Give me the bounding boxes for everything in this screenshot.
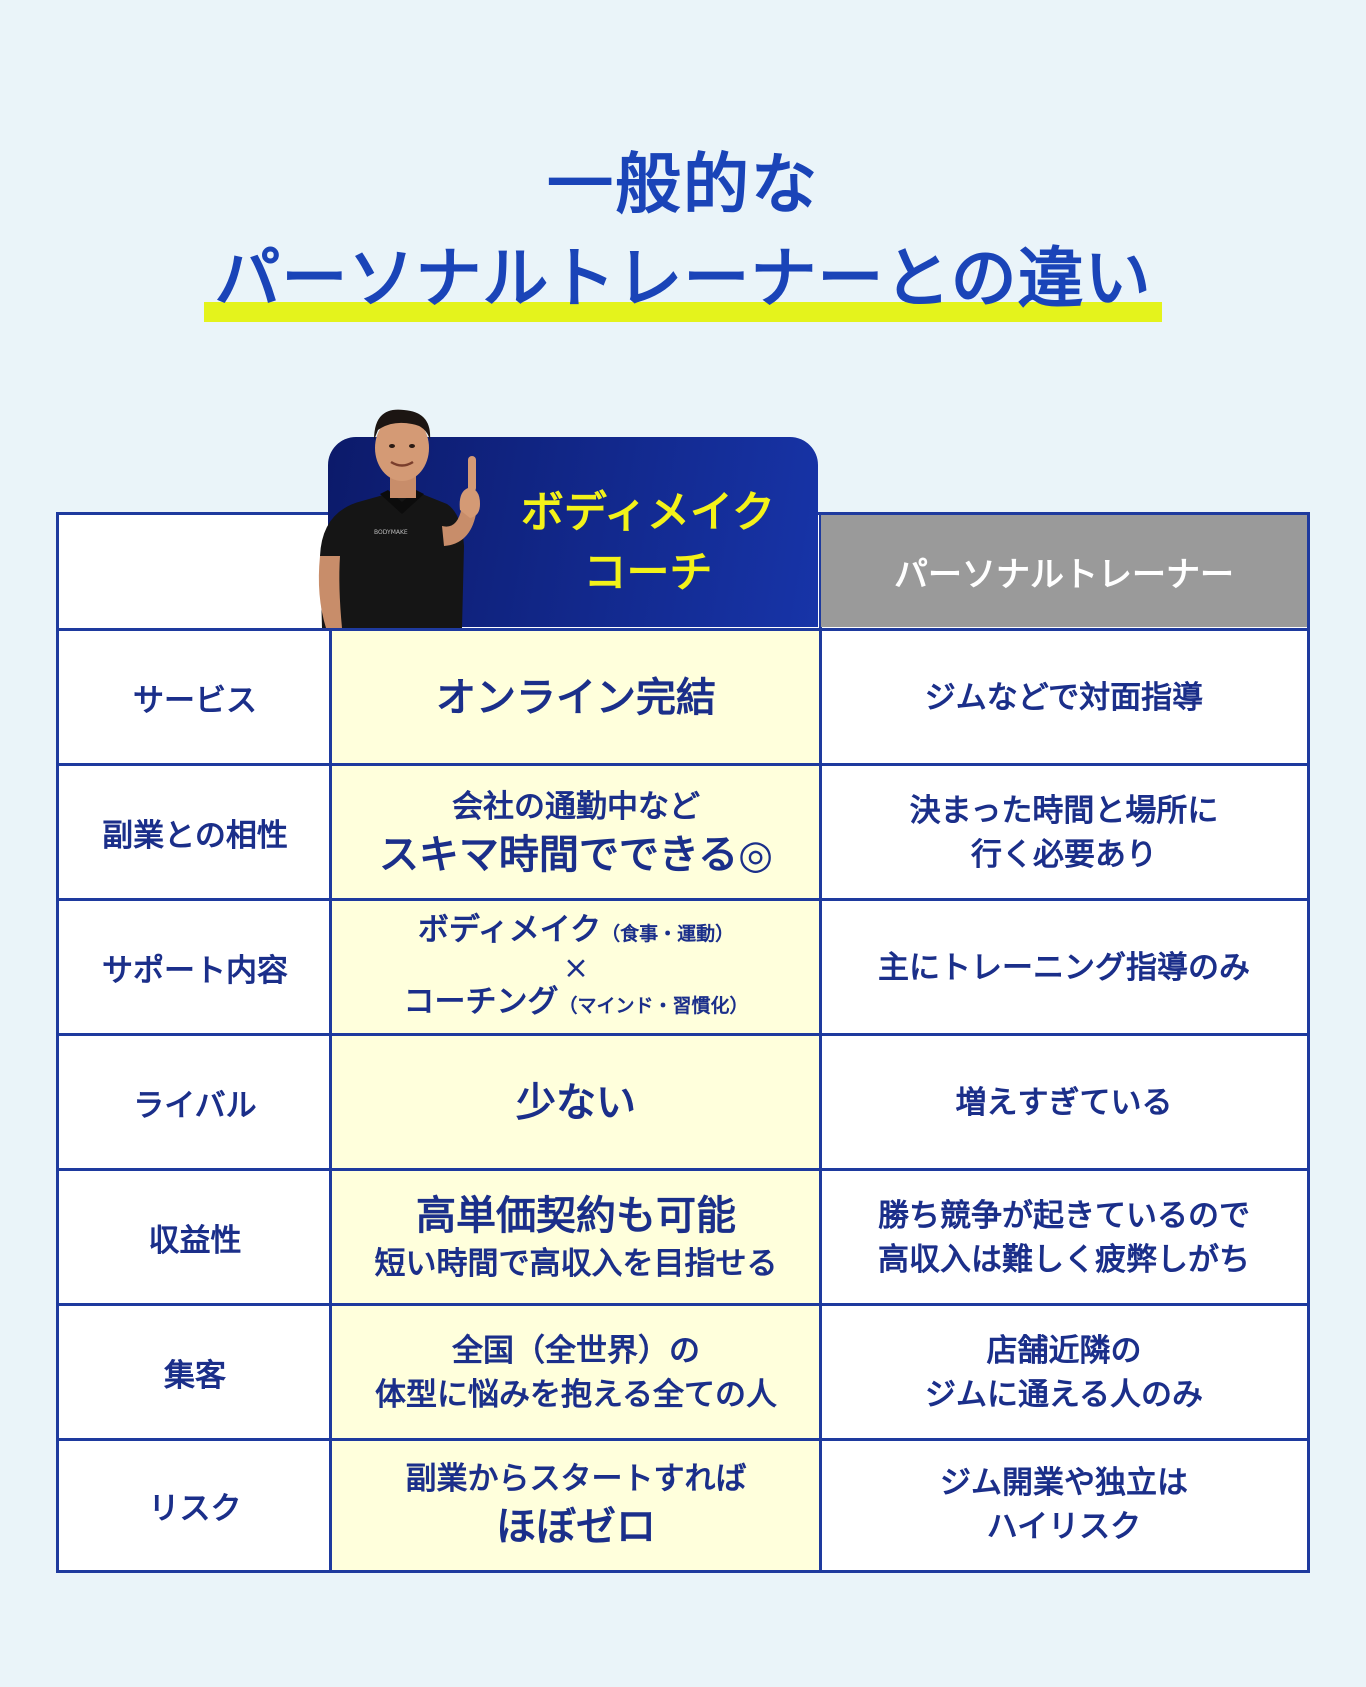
comparison-table: サービス オンライン完結 ジムなどで対面指導 副業との相性 会社の通勤中など ス… — [56, 512, 1310, 1573]
trainer-side-job-line-2: 行く必要あり — [971, 836, 1157, 873]
row-label-service: サービス — [59, 630, 331, 765]
trainer-support-text: 主にトレーニング指導のみ — [878, 949, 1250, 986]
coach-rivals-text: 少ない — [516, 1079, 636, 1126]
coach-support-line-2: コーチング（マインド・習慣化） — [403, 983, 748, 1025]
coach-person-image: BODYMAKE — [318, 409, 480, 628]
trainer-side-job-line-1: 決まった時間と場所に — [909, 792, 1219, 829]
coach-support-bodymake: ボディメイク — [417, 911, 602, 948]
row-label-risk: リスク — [59, 1440, 331, 1570]
coach-support-bodymake-note: （食事・運動） — [601, 922, 735, 945]
coach-cell-profitability: 高単価契約も可能 短い時間で高収入を目指せる — [331, 1170, 821, 1305]
trainer-cell-profitability: 勝ち競争が起きているので 高収入は難しく疲弊しがち — [821, 1170, 1307, 1305]
coach-title-line-1: ボディメイク — [520, 488, 776, 538]
coach-profitability-line-1: 高単価契約も可能 — [416, 1192, 736, 1239]
grid-divider — [59, 628, 1307, 631]
grid-divider — [59, 1168, 1307, 1171]
coach-cell-customers: 全国（全世界）の 体型に悩みを抱える全ての人 — [331, 1305, 821, 1440]
coach-support-coaching-note: （マインド・習慣化） — [558, 994, 749, 1017]
coach-title-line-2: コーチ — [583, 548, 713, 598]
coach-service-text: オンライン完結 — [436, 674, 716, 721]
coach-side-job-line-2: スキマ時間でできる◎ — [378, 831, 774, 878]
grid-divider — [59, 898, 1307, 901]
trainer-risk-line-1: ジム開業や独立は — [940, 1465, 1188, 1501]
coach-cell-rivals: 少ない — [331, 1035, 821, 1170]
grid-divider — [59, 1438, 1307, 1441]
row-label-rivals: ライバル — [59, 1035, 331, 1170]
trainer-risk-line-2: ハイリスク — [986, 1509, 1142, 1545]
coach-support-line-1: ボディメイク（食事・運動） — [418, 911, 734, 953]
coach-customers-line-2: 体型に悩みを抱える全ての人 — [374, 1376, 778, 1413]
coach-support-times: × — [563, 949, 589, 986]
row-label-side-job: 副業との相性 — [59, 765, 331, 900]
grid-divider — [59, 1033, 1307, 1036]
coach-cell-risk: 副業からスタートすれば ほぼゼロ — [331, 1440, 821, 1570]
coach-side-job-line-1: 会社の通勤中など — [452, 788, 700, 825]
trainer-rivals-text: 増えすぎている — [955, 1084, 1173, 1121]
trainer-cell-side-job: 決まった時間と場所に 行く必要あり — [821, 765, 1307, 900]
coach-cell-side-job: 会社の通勤中など スキマ時間でできる◎ — [331, 765, 821, 900]
page-heading: 一般的な パーソナルトレーナーとの違い — [0, 140, 1366, 324]
shirt-logo-text: BODYMAKE — [374, 529, 408, 536]
row-label-profitability: 収益性 — [59, 1170, 331, 1305]
grid-divider — [329, 515, 332, 1570]
coach-column-title: ボディメイク コーチ — [488, 483, 808, 603]
trainer-service-text: ジムなどで対面指導 — [924, 679, 1204, 716]
trainer-profitability-line-1: 勝ち競争が起きているので — [878, 1197, 1250, 1234]
trainer-cell-rivals: 増えすぎている — [821, 1035, 1307, 1170]
grid-divider — [59, 1303, 1307, 1306]
grid-divider — [819, 515, 822, 1570]
trainer-cell-service: ジムなどで対面指導 — [821, 630, 1307, 765]
trainer-cell-risk: ジム開業や独立は ハイリスク — [821, 1440, 1307, 1570]
trainer-profitability-line-2: 高収入は難しく疲弊しがち — [878, 1241, 1250, 1278]
coach-cell-support: ボディメイク（食事・運動） × コーチング（マインド・習慣化） — [331, 900, 821, 1035]
row-label-customers: 集客 — [59, 1305, 331, 1440]
coach-customers-line-1: 全国（全世界）の — [452, 1332, 700, 1369]
coach-profitability-line-2: 短い時間で高収入を目指せる — [374, 1245, 778, 1282]
trainer-cell-support: 主にトレーニング指導のみ — [821, 900, 1307, 1035]
heading-highlight — [204, 302, 1162, 322]
row-label-support: サポート内容 — [59, 900, 331, 1035]
coach-risk-line-1: 副業からスタートすれば — [405, 1461, 747, 1497]
coach-risk-line-2: ほぼゼロ — [496, 1504, 656, 1550]
coach-cell-service: オンライン完結 — [331, 630, 821, 765]
heading-line-2: パーソナルトレーナーとの違い — [214, 240, 1152, 317]
table-header-empty-cell — [59, 515, 331, 630]
heading-line-1: 一般的な — [547, 146, 819, 223]
coach-support-coaching: コーチング — [403, 983, 559, 1020]
grid-divider — [59, 763, 1307, 766]
heading-line-2-wrap: パーソナルトレーナーとの違い — [204, 234, 1162, 324]
trainer-cell-customers: 店舗近隣の ジムに通える人のみ — [821, 1305, 1307, 1440]
trainer-column-header: パーソナルトレーナー — [821, 515, 1307, 627]
trainer-customers-line-1: 店舗近隣の — [986, 1332, 1142, 1369]
trainer-customers-line-2: ジムに通える人のみ — [924, 1376, 1204, 1413]
